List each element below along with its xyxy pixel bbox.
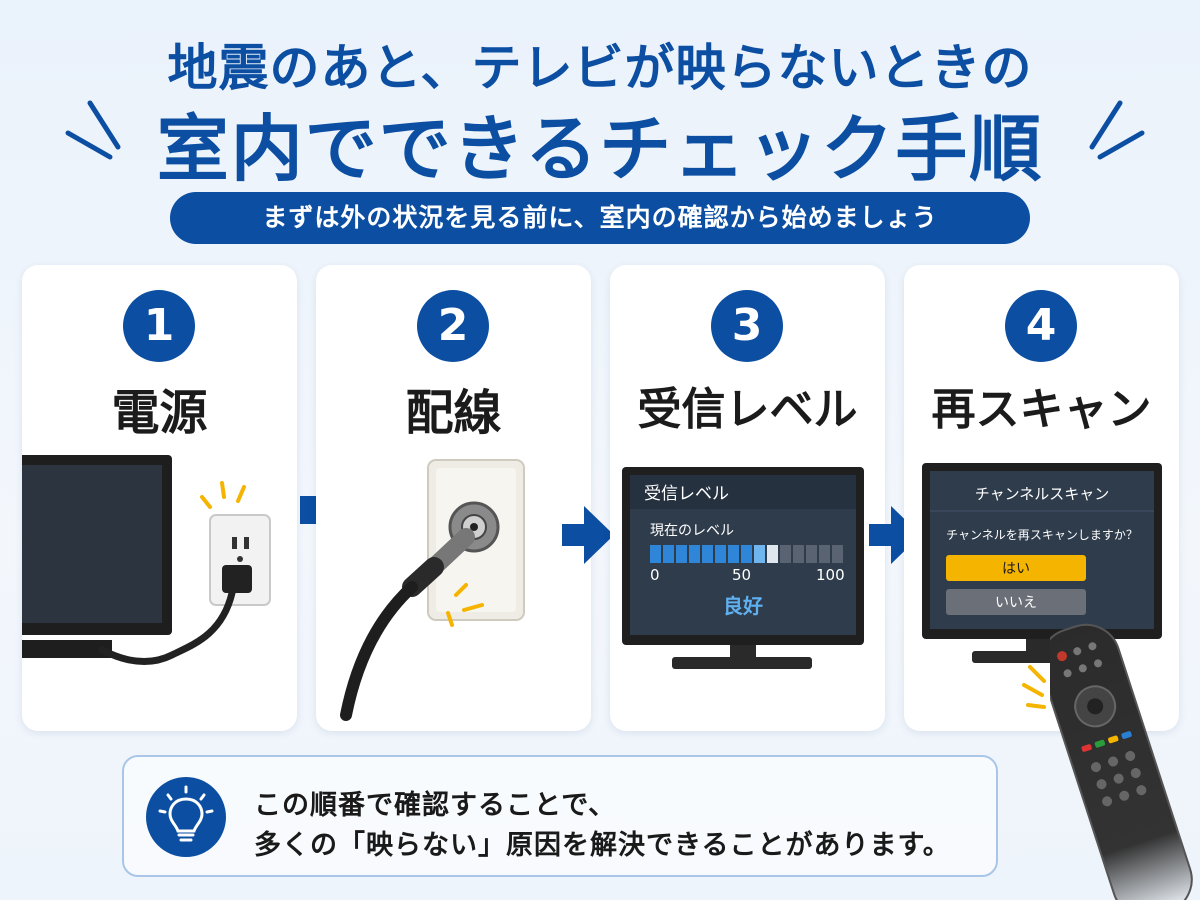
page-title-line1: 地震のあと、テレビが映らないときの [167,39,1033,97]
step-number-badge: 4 [1005,290,1077,362]
yes-button[interactable] [946,555,1086,581]
signal-segment [728,545,739,563]
signal-segment [663,545,674,563]
scan-screen-title: チャンネルスキャン [975,485,1110,503]
step-card-signal-level: 3 受信レベル 受信レベル 現在のレベル 0 50 100 良好 [610,265,885,731]
scale-min: 0 [650,566,660,584]
signal-status: 良好 [723,594,763,618]
signal-screen-title: 受信レベル [644,484,729,504]
signal-segment [676,545,687,563]
tip-line-1: この順番で確認することで、 [254,790,617,821]
step-card-wiring: 2 配線 [316,265,591,731]
tip-line-2: 多くの「映らない」原因を解決できることがあります。 [254,830,951,861]
signal-segment [832,545,843,563]
scale-max: 100 [816,566,845,584]
arrow-right-icon [869,506,921,564]
burst-left-icon [65,100,121,160]
signal-segment [741,545,752,563]
step-card-power: 1 電源 [22,265,297,731]
signal-segment [702,545,713,563]
step-title: 再スキャン [931,384,1152,435]
signal-screen-label: 現在のレベル [650,523,734,539]
signal-level-bar [650,545,843,563]
page-title-line2: 室内でできるチェック手順 [156,107,1044,191]
scan-question: チャンネルを再スキャンしますか？ [946,528,1138,542]
burst-right-icon [1089,100,1145,160]
power-outlet-icon [22,455,271,665]
coax-cable-icon [340,459,525,721]
signal-segment [767,545,778,563]
signal-segment [806,545,817,563]
signal-segment [650,545,661,563]
remote-control-icon [1050,623,1193,900]
signal-segment [754,545,765,563]
lightbulb-icon [146,777,226,857]
signal-segment [819,545,830,563]
signal-tv-screen: 受信レベル 現在のレベル 0 50 100 良好 [622,467,864,669]
signal-segment [793,545,804,563]
yes-button-label: はい [1002,561,1030,577]
step-number-badge: 2 [417,290,489,362]
no-button[interactable] [946,589,1086,615]
arrow-right-icon [562,506,614,564]
step-number-badge: 3 [711,290,783,362]
step-title: 受信レベル [637,384,858,435]
tip-box: この順番で確認することで、 多くの「映らない」原因を解決できることがあります。 [122,755,998,877]
signal-segment [689,545,700,563]
rescan-tv-screen: チャンネルスキャン チャンネルを再スキャンしますか？ はい いいえ [922,463,1162,709]
signal-segment [780,545,791,563]
step-card-rescan: 4 再スキャン チャンネルスキャン チャンネルを再スキャンしますか？ はい いい… [904,265,1179,731]
step-number-badge: 1 [123,290,195,362]
step-title: 電源 [111,385,208,441]
step-title: 配線 [405,385,502,441]
no-button-label: いいえ [995,595,1037,611]
signal-segment [715,545,726,563]
scale-mid: 50 [732,566,751,584]
subtitle-banner: まずは外の状況を見る前に、室内の確認から始めましょう [170,192,1030,244]
